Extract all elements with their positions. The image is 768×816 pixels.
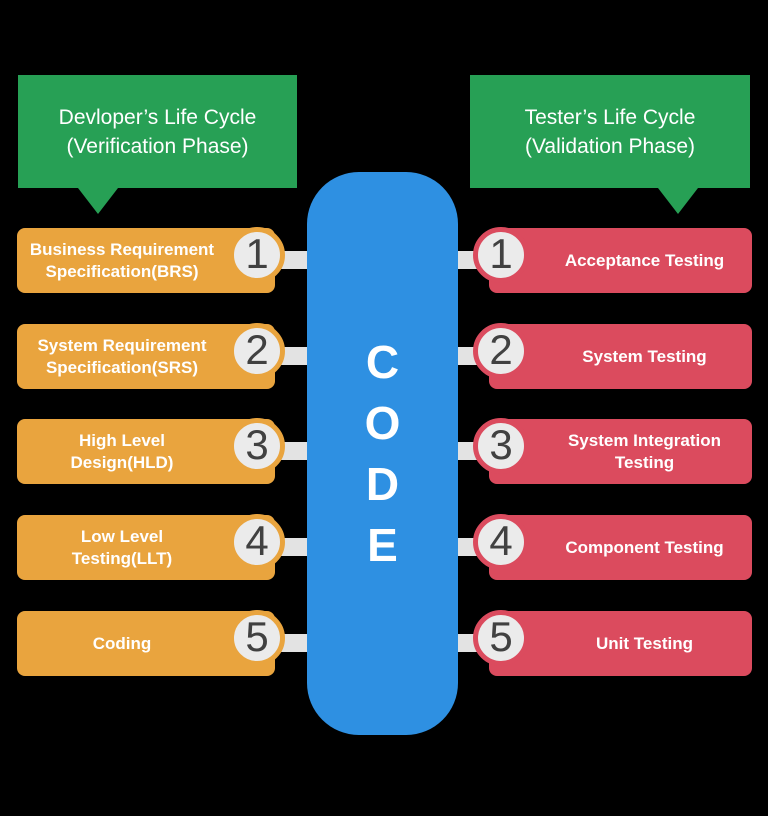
tester-step-circle-3: 3 (473, 418, 529, 474)
step-number: 1 (489, 230, 513, 277)
step-number: 1 (245, 230, 269, 277)
tester-step-bar-system: System Testing (489, 324, 752, 389)
tester-step-label: Acceptance Testing (564, 250, 725, 270)
developer-step-circle-4: 4 (229, 514, 285, 570)
tester-step-label: Component Testing (565, 537, 724, 557)
step-number: 2 (245, 326, 269, 373)
developer-step-circle-2: 2 (229, 323, 285, 379)
step-number: 3 (489, 421, 513, 468)
developer-header-pointer (78, 188, 118, 214)
tester-step-circle-5: 5 (473, 610, 529, 666)
developer-step-bar-brs: Business Requirement Specification(BRS) (17, 228, 275, 293)
developer-header-bubble: Devloper’s Life Cycle (Verification Phas… (18, 75, 297, 188)
developer-step-label: Coding (92, 633, 152, 653)
step-number: 3 (245, 421, 269, 468)
developer-step-circle-1: 1 (229, 227, 285, 283)
developer-header-title: Devloper’s Life Cycle (Verification Phas… (58, 105, 257, 158)
step-number: 5 (245, 613, 269, 660)
developer-step-circle-3: 3 (229, 418, 285, 474)
tester-step-label: System Integration Testing (567, 430, 722, 472)
developer-step-label: System Requirement Specification(SRS) (37, 335, 207, 377)
code-label: C O D E (364, 335, 401, 571)
step-number: 4 (489, 517, 513, 564)
tester-step-circle-4: 4 (473, 514, 529, 570)
tester-header-title: Tester’s Life Cycle (Validation Phase) (524, 105, 696, 158)
developer-step-label: Business Requirement Specification(BRS) (29, 239, 215, 281)
developer-step-bar-hld: High Level Design(HLD) (17, 419, 275, 484)
tester-step-circle-1: 1 (473, 227, 529, 283)
tester-step-bar-component: Component Testing (489, 515, 752, 580)
step-number: 2 (489, 326, 513, 373)
tester-step-bar-acceptance: Acceptance Testing (489, 228, 752, 293)
tester-step-label: System Testing (582, 346, 707, 366)
tester-step-label: Unit Testing (596, 633, 693, 653)
tester-step-bar-unit: Unit Testing (489, 611, 752, 676)
step-number: 5 (489, 613, 513, 660)
tester-step-circle-2: 2 (473, 323, 529, 379)
tester-step-bar-integration: System Integration Testing (489, 419, 752, 484)
developer-step-circle-5: 5 (229, 610, 285, 666)
code-column: C O D E (307, 172, 458, 735)
tester-header-bubble: Tester’s Life Cycle (Validation Phase) (470, 75, 750, 188)
step-number: 4 (245, 517, 269, 564)
tester-header-pointer (658, 188, 698, 214)
developer-step-label: High Level Design(HLD) (70, 430, 174, 472)
developer-step-label: Low Level Testing(LLT) (71, 526, 173, 568)
